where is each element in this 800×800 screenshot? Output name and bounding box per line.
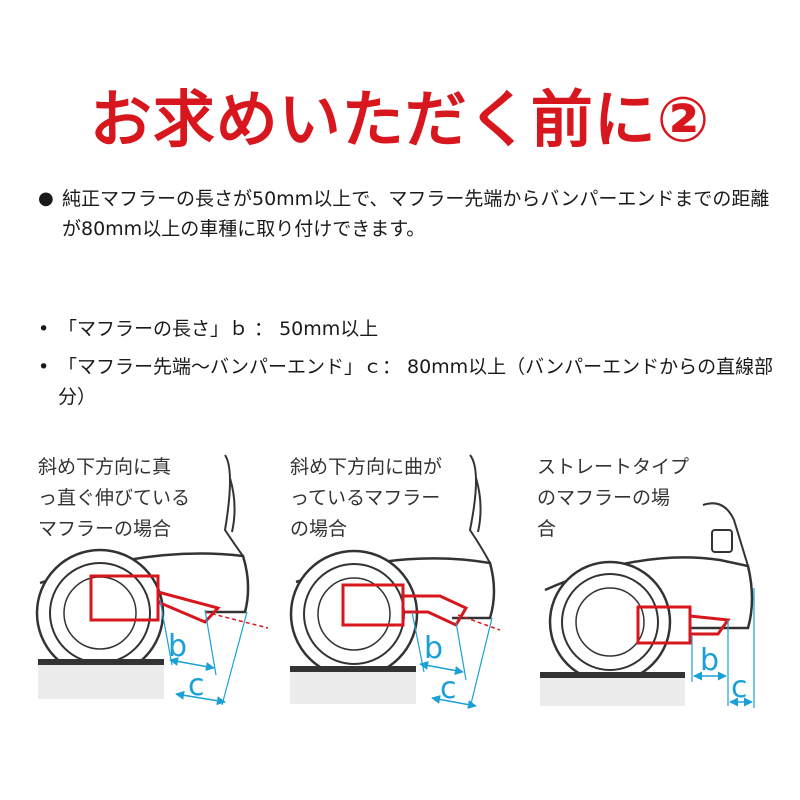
dimension-arrow-c (431, 695, 477, 709)
label-b: b (700, 643, 719, 678)
wheel (289, 549, 419, 679)
intro-text: 純正マフラーの長さが50mm以上で、マフラー先端からバンパーエンドまでの距離が8… (62, 188, 770, 240)
bullet-icon: ● (38, 188, 54, 209)
car-rear-outline (223, 454, 244, 557)
dimension-line (455, 621, 467, 681)
wheel (548, 560, 672, 684)
page-title: お求めいただく前に② (89, 83, 711, 156)
caption-diagram-3: ストレートタイプ のマフラーの場 合 (537, 456, 690, 540)
wheel (35, 548, 165, 678)
caption-diagram-1: 斜め下方向に真 っ直ぐ伸びている マフラーの場合 (38, 456, 191, 540)
spec-length-text: 「マフラーの長さ」ｂ ： 50mm以上 (58, 318, 379, 340)
dimension-line (204, 609, 217, 676)
dimension-arrow-c (175, 690, 226, 706)
muffler-pipe (157, 590, 221, 624)
bullet-icon: • (38, 356, 50, 378)
label-b: b (168, 629, 187, 664)
ground (38, 659, 164, 665)
pipe-extension-line (457, 614, 501, 631)
dimension-line (159, 599, 173, 666)
car-rear-outline (229, 477, 236, 533)
muffler-box (636, 605, 692, 645)
ground-shadow (290, 672, 416, 704)
car-rear-outline (468, 454, 491, 564)
car-rear-outline (702, 502, 749, 567)
pipe-extension-line (204, 611, 269, 629)
ground-shadow (38, 665, 164, 699)
intro-note: ● 純正マフラーの長さが50mm以上で、マフラー先端からバンパーエンドまでの距離… (38, 184, 778, 244)
car-rear-outline (475, 477, 482, 533)
label-b: b (424, 631, 443, 666)
diagram-straight-diagonal: b c (35, 454, 269, 706)
muffler-pipe (689, 614, 731, 636)
ground (290, 666, 416, 672)
spec-distance: • 「マフラー先端～バンパーエンド」ｃ： 80mm以上（バンパーエンドからの直線… (38, 352, 778, 412)
muffler-box (89, 574, 160, 622)
dimension-line (411, 611, 425, 673)
dimension-line (221, 611, 248, 706)
label-c: c (731, 670, 748, 705)
bullet-icon: • (38, 318, 50, 340)
dimension-line (469, 617, 493, 709)
ground (540, 672, 685, 678)
dimension-arrow-b (419, 661, 464, 675)
label-c: c (440, 671, 457, 706)
spec-distance-text: 「マフラー先端～バンパーエンド」ｃ： 80mm以上（バンパーエンドからの直線部分… (58, 356, 774, 408)
label-c: c (188, 668, 205, 703)
dimension-arrow-b (169, 657, 215, 671)
wheel-rim (561, 573, 659, 671)
tail-light (711, 529, 733, 553)
muffler-box (341, 583, 405, 627)
spec-length: • 「マフラーの長さ」ｂ ： 50mm以上 (38, 314, 778, 344)
diagram-curved-diagonal: b c (289, 454, 501, 709)
wheel-hub (317, 577, 391, 651)
diagram-straight-type: b c (540, 502, 755, 708)
ground-shadow (540, 678, 685, 706)
wheel-hub (575, 587, 645, 657)
caption-diagram-2: 斜め下方向に曲が っているマフラー の場合 (290, 456, 443, 540)
